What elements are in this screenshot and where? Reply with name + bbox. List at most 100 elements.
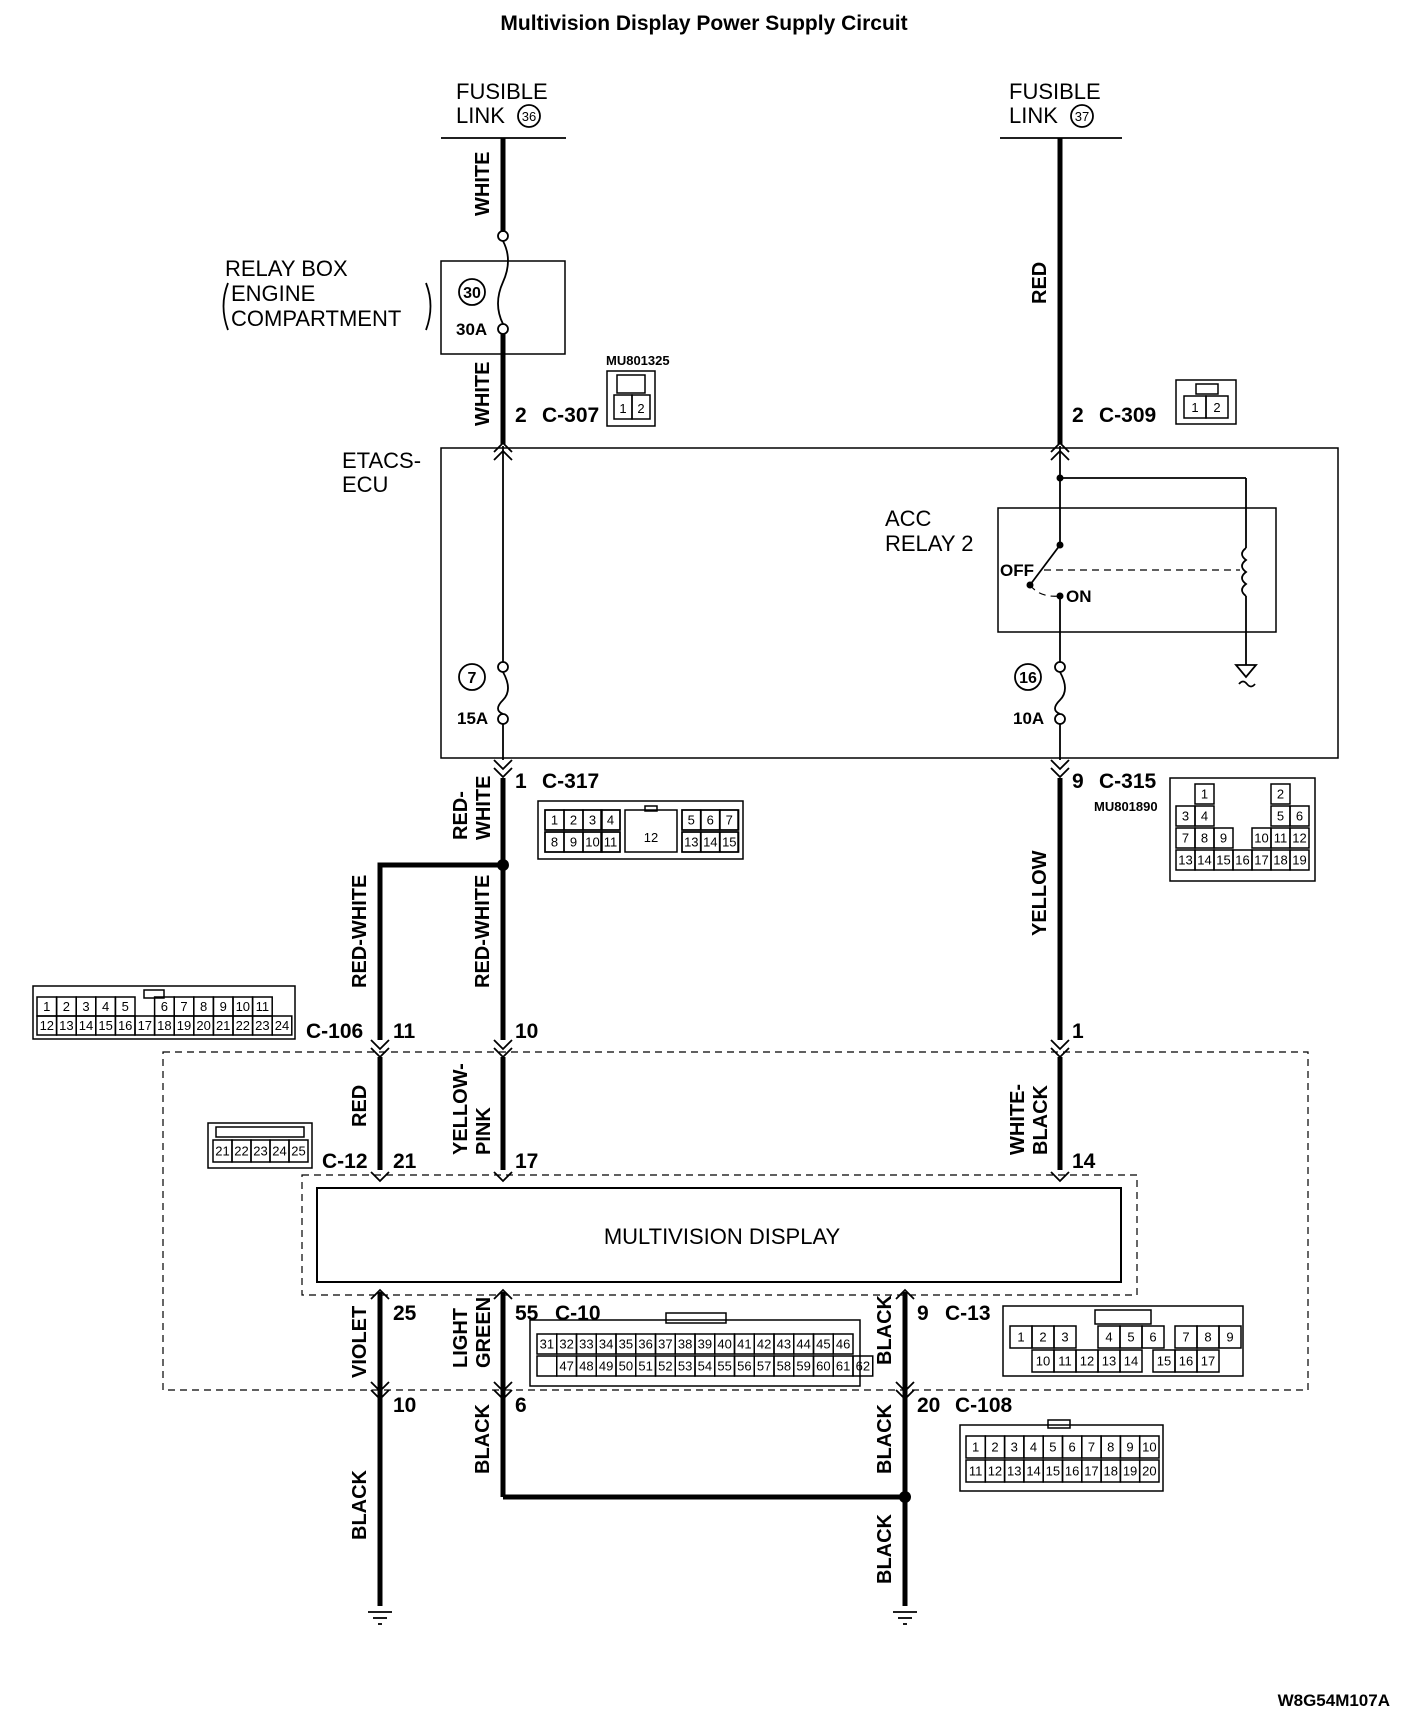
c108-cell-19-label: 19	[1123, 1463, 1137, 1478]
c10-cell-33-label: 33	[579, 1336, 593, 1351]
c108-key	[1047, 1419, 1071, 1429]
c10-cell-50-label: 50	[619, 1358, 633, 1373]
c10-cell-51-label: 51	[638, 1358, 652, 1373]
c315-cell-12	[1289, 827, 1310, 849]
c108-cell-4-label: 4	[1030, 1439, 1037, 1454]
fusible-link-36-circle	[517, 104, 541, 128]
c106-cell-24-label: 24	[275, 1018, 289, 1033]
wire-red-white-branch	[377, 862, 503, 1040]
ground-left-icon	[368, 1611, 392, 1625]
c108-cell-12-label: 12	[988, 1463, 1002, 1478]
c10-cell-47-label: 47	[559, 1358, 573, 1373]
c108-cell-14-label: 14	[1026, 1463, 1040, 1478]
c13-cell-4-label: 4	[1105, 1330, 1112, 1345]
c13-pin: 9	[917, 1302, 929, 1325]
fuse-7-circle	[458, 663, 486, 691]
c317-cell-8-label: 8	[551, 835, 558, 850]
c309-key	[1195, 383, 1219, 395]
c106-cell-16-label: 16	[118, 1018, 132, 1033]
wire-label-red-lower: RED	[349, 1085, 371, 1127]
wire-label-yellow-pink2: PINK	[473, 1107, 495, 1155]
c317-center-label: 12	[644, 830, 658, 845]
c315-cell-11-label: 11	[1274, 831, 1288, 846]
c13-cell-17	[1196, 1349, 1220, 1373]
c10-cell-45-label: 45	[816, 1336, 830, 1351]
c10-cell-38-label: 38	[678, 1336, 692, 1351]
c108-cell-20-label: 20	[1142, 1463, 1156, 1478]
c315-cell-2	[1270, 783, 1291, 805]
c108-cell-1-label: 1	[972, 1439, 979, 1454]
c10-cell-39-label: 39	[698, 1336, 712, 1351]
c108-cell-20	[1138, 1459, 1160, 1483]
c106-cell-22-label: 22	[236, 1018, 250, 1033]
c108-cell-9-label: 9	[1126, 1439, 1133, 1454]
etacs-line1: ETACS-	[342, 448, 421, 473]
c10-cell-60-label: 60	[816, 1358, 830, 1373]
c108-cell-5-label: 5	[1049, 1439, 1056, 1454]
fuse-16-rating: 10A	[1013, 709, 1044, 728]
c13-cell-1-label: 1	[1017, 1330, 1024, 1345]
c106-cell-2-label: 2	[63, 999, 70, 1014]
splice-black	[899, 1491, 911, 1503]
c13-connector	[1002, 1305, 1244, 1377]
c108-cell-18-label: 18	[1104, 1463, 1118, 1478]
c315-pin: 9	[1072, 770, 1084, 793]
fuse-16-element	[1054, 671, 1066, 715]
c106-pin-left: 11	[393, 1020, 416, 1043]
c315-cell-9-label: 9	[1220, 831, 1227, 846]
relay-switch-arm	[1029, 544, 1061, 586]
c10-cell-57-label: 57	[757, 1358, 771, 1373]
c12-arrow-left	[370, 1171, 390, 1183]
c108-cell-2-label: 2	[991, 1439, 998, 1454]
c108-connector	[959, 1424, 1164, 1492]
relay-box-line2: ENGINE	[231, 281, 315, 306]
relay-coil-ground-wave	[1238, 680, 1256, 688]
relay-box-line1: RELAY BOX	[225, 256, 348, 281]
wire-label-white-black1: WHITE-	[1007, 1084, 1029, 1155]
c315-cell-12-label: 12	[1292, 831, 1306, 846]
c108-cell-13-label: 13	[1007, 1463, 1021, 1478]
c106-arrow-right	[1050, 1039, 1070, 1059]
c108-arrow-left	[370, 1381, 390, 1401]
c10-cell-52-label: 52	[658, 1358, 672, 1373]
c317-cell-10-label: 10	[585, 835, 599, 850]
c315-connector	[1169, 777, 1316, 882]
c10-pin-left: 25	[393, 1302, 417, 1325]
c13-cell-6	[1141, 1325, 1165, 1349]
c106-cell-11-label: 11	[256, 999, 270, 1014]
wire-label-white-black2: BLACK	[1030, 1084, 1052, 1155]
c315-part: MU801890	[1094, 799, 1158, 814]
c10-cell-55-label: 55	[717, 1358, 731, 1373]
c10-cell-56-label: 56	[737, 1358, 751, 1373]
c10-cell-44-label: 44	[796, 1336, 810, 1351]
c108-cell-6-label: 6	[1069, 1439, 1076, 1454]
c12-arrow-mid	[493, 1171, 513, 1183]
fuse-30-circle	[458, 278, 486, 306]
c317-cell-15	[719, 831, 740, 853]
c106-cell-15-label: 15	[98, 1018, 112, 1033]
c106-cell-5-label: 5	[122, 999, 129, 1014]
c106-cell-17-label: 17	[138, 1018, 152, 1033]
etacs-ecu-box	[440, 447, 1339, 759]
wire-label-violet: VIOLET	[349, 1306, 371, 1378]
ground-right-icon	[893, 1611, 917, 1625]
c317-cell-9-label: 9	[570, 835, 577, 850]
c307-name: C-307	[542, 404, 599, 427]
c307-connector	[606, 370, 656, 427]
c12-cell-23-label: 23	[253, 1143, 267, 1158]
c13-cell-7-label: 7	[1182, 1330, 1189, 1345]
c106-cell-8-label: 8	[200, 999, 207, 1014]
wire-label-light-green2: GREEN	[473, 1297, 495, 1368]
c307-pin: 2	[515, 404, 527, 427]
c307-cell-2-label: 2	[637, 401, 644, 416]
c10-pin-mid: 55	[515, 1302, 539, 1325]
c315-cell-6-label: 6	[1296, 809, 1303, 824]
c317-cell-7	[719, 809, 740, 831]
c108-name: C-108	[955, 1394, 1013, 1417]
c10-cell-34-label: 34	[599, 1336, 613, 1351]
c12-name: C-12	[322, 1150, 368, 1173]
c13-cell-10-label: 10	[1036, 1354, 1050, 1369]
relay-box-line3: COMPARTMENT	[231, 306, 401, 331]
